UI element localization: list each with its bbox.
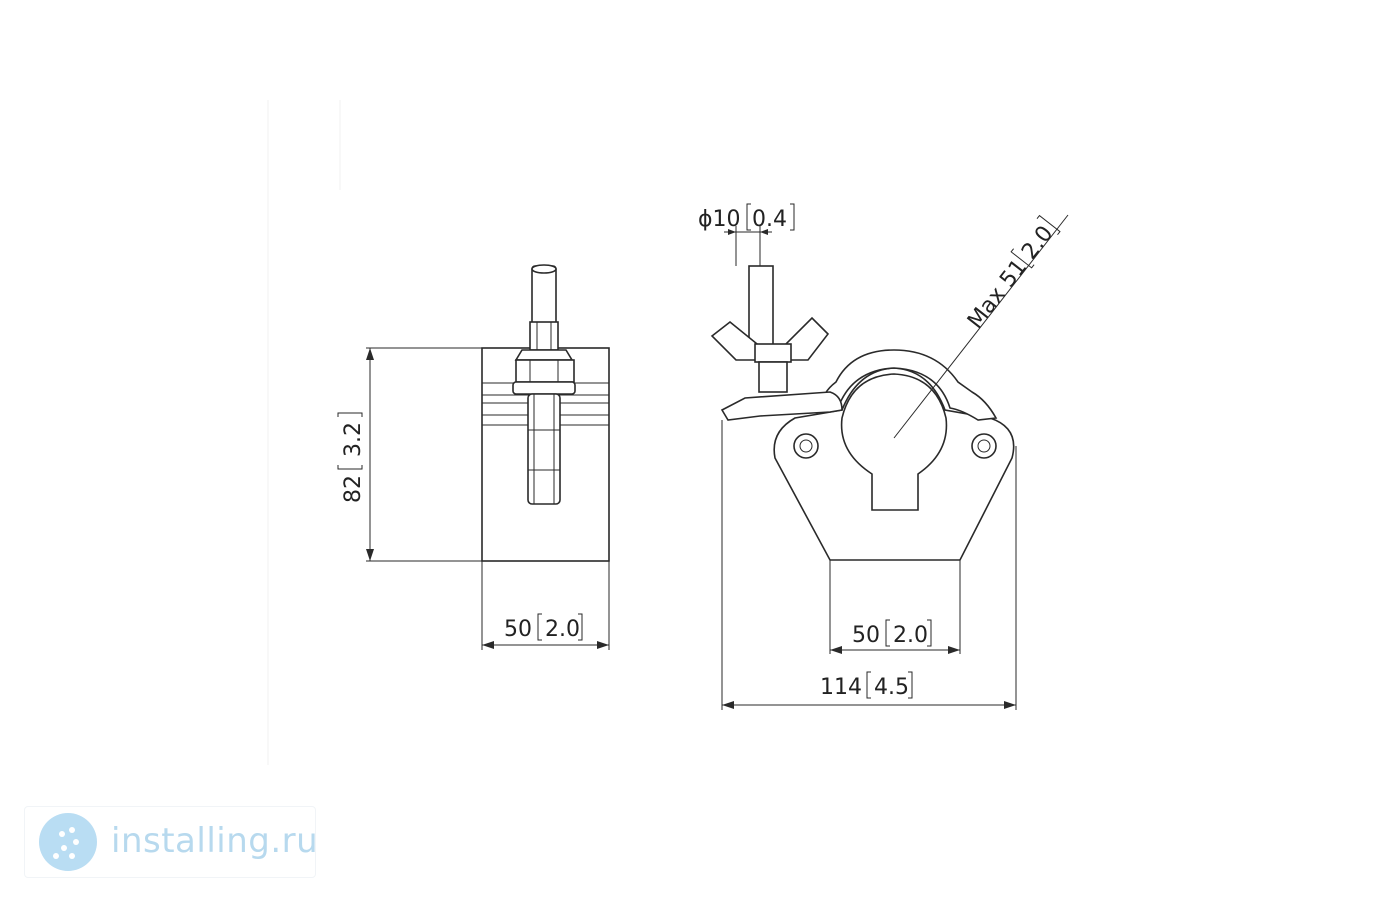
side-height-label: 82 bbox=[341, 475, 366, 503]
lever-arm bbox=[720, 391, 843, 421]
side-wing-nut bbox=[529, 321, 559, 351]
pivot-hole-right bbox=[971, 433, 997, 459]
front-bolt bbox=[748, 265, 774, 347]
bolt-diameter-dimension: ϕ10 0.4 bbox=[698, 203, 795, 266]
tube-opening bbox=[840, 373, 948, 511]
side-view bbox=[481, 264, 610, 562]
tube-diameter-label: Max 51 bbox=[963, 255, 1032, 334]
side-width-inch-label: 2.0 bbox=[545, 617, 580, 642]
installing-logo-icon bbox=[39, 813, 97, 871]
side-height-dimension: 82 3.2 bbox=[337, 347, 482, 562]
front-view bbox=[710, 265, 1015, 561]
background-artefacts bbox=[267, 100, 341, 765]
side-width-label: 50 bbox=[504, 617, 532, 642]
overall-width-label: 114 bbox=[820, 675, 862, 700]
overall-width-inch-label: 4.5 bbox=[874, 675, 909, 700]
watermark-text: installing.ru bbox=[111, 821, 319, 861]
base-width-label: 50 bbox=[852, 623, 880, 648]
bolt-diameter-label: ϕ10 bbox=[698, 207, 741, 232]
tube-diameter-inch-label: 2.0 bbox=[1017, 221, 1058, 264]
side-bolt bbox=[531, 265, 557, 327]
watermark: installing.ru bbox=[24, 806, 319, 878]
base-width-inch-label: 2.0 bbox=[893, 623, 928, 648]
pivot-hole-left bbox=[793, 433, 819, 459]
side-width-dimension: 50 2.0 bbox=[481, 561, 610, 650]
overall-width-dimension: 114 4.5 bbox=[721, 420, 1017, 710]
side-thread bbox=[527, 393, 561, 505]
bolt-diameter-inch-label: 0.4 bbox=[752, 207, 787, 232]
side-height-inch-label: 3.2 bbox=[341, 422, 366, 457]
base-width-dimension: 50 2.0 bbox=[829, 560, 961, 654]
